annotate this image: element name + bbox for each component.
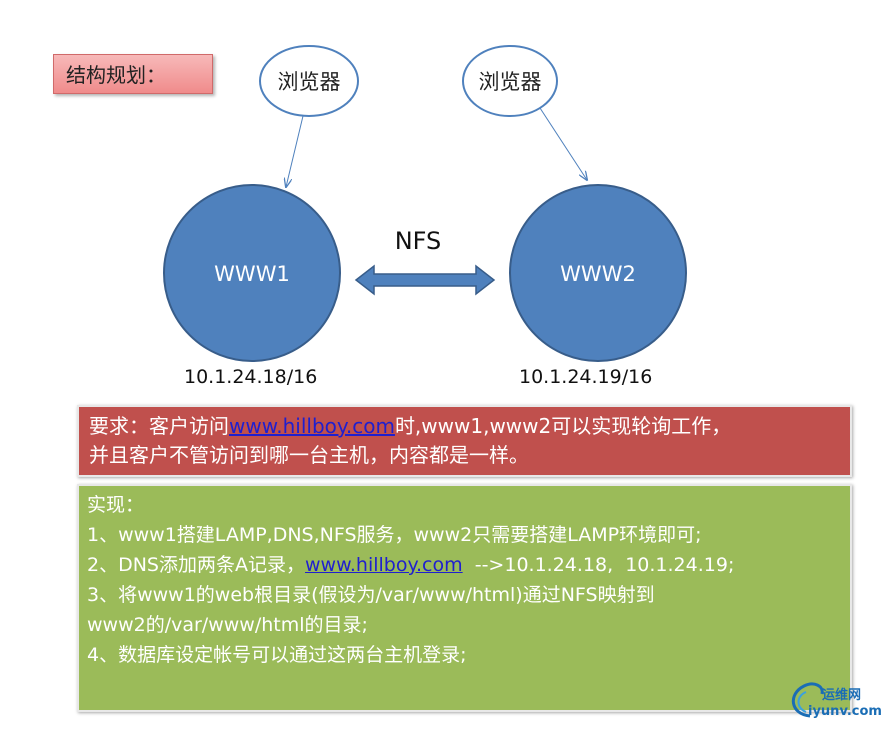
implementation-item-2: 2、DNS添加两条A记录，www.hillboy.com -->10.1.24.… <box>87 550 842 580</box>
www1-ip: 10.1.24.18/16 <box>184 366 318 388</box>
implementation-item-1: 1、www1搭建LAMP,DNS,NFS服务，www2只需要搭建LAMP环境即可… <box>87 524 702 546</box>
logo-swirl-icon <box>792 682 824 718</box>
www1-node <box>163 184 341 362</box>
logo-url: iyunv.com <box>808 704 882 719</box>
www2-ip: 10.1.24.19/16 <box>519 366 653 388</box>
browser2-to-www2-arrow <box>539 107 587 180</box>
browser2-node <box>462 45 558 117</box>
implementation-heading: 实现： <box>87 494 145 516</box>
requirement-link[interactable]: www.hillboy.com <box>229 414 395 438</box>
implementation-item-4: 4、数据库设定帐号可以通过这两台主机登录; <box>87 644 467 666</box>
browser1-label: 浏览器 <box>278 70 341 94</box>
logo-name: 运维网 <box>822 688 862 703</box>
nfs-label: NFS <box>395 227 442 255</box>
section-title: 结构规划： <box>53 54 213 94</box>
requirement-box: 要求：客户访问www.hillboy.com时,www1,www2可以实现轮询工… <box>77 405 852 477</box>
www2-node <box>509 184 687 362</box>
requirement-text: 要求：客户访问 <box>89 414 229 438</box>
implementation-box: 实现： 1、www1搭建LAMP,DNS,NFS服务，www2只需要搭建LAMP… <box>77 484 852 712</box>
nfs-double-arrow <box>354 264 496 296</box>
www1-label: WWW1 <box>214 262 290 286</box>
network-diagram: 浏览器 浏览器 WWW1 WWW2 NFS <box>163 45 687 362</box>
implementation-link[interactable]: www.hillboy.com <box>305 554 463 576</box>
implementation-item-3b: www2的/var/www/html的目录; <box>87 614 368 636</box>
requirement-line-1: 要求：客户访问www.hillboy.com时,www1,www2可以实现轮询工… <box>89 412 840 441</box>
browser1-node <box>259 45 359 117</box>
item2-text-2: -->10.1.24.18, 10.1.24.19; <box>462 554 735 576</box>
implementation-item-3a: 3、将www1的web根目录(假设为/var/www/html)通过NFS映射到 <box>87 584 655 606</box>
requirement-line-2: 并且客户不管访问到哪一台主机，内容都是一样。 <box>89 443 529 467</box>
item2-text: 2、DNS添加两条A记录， <box>87 554 305 576</box>
browser2-label: 浏览器 <box>479 70 542 94</box>
browser1-to-www1-arrow <box>286 115 304 187</box>
www2-label: WWW2 <box>560 262 636 286</box>
requirement-text-2: 时,www1,www2可以实现轮询工作， <box>394 414 732 438</box>
